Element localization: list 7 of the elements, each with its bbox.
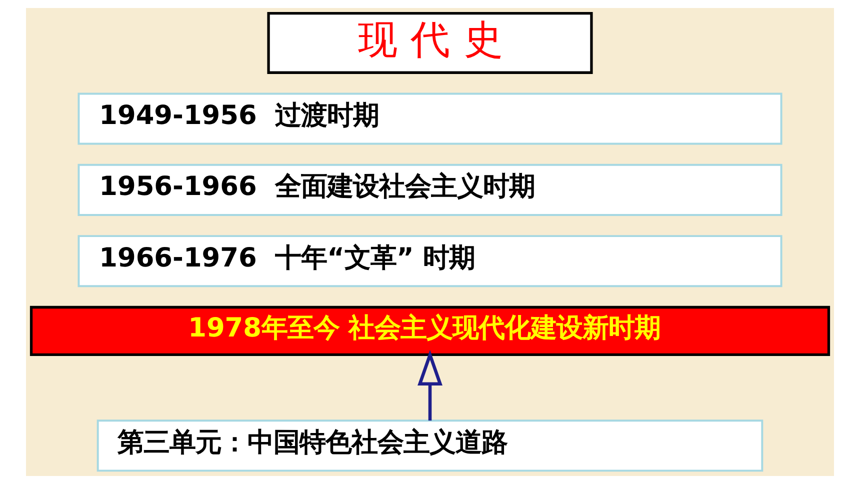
node-box: 1956-1966 全面建设社会主义时期 (78, 164, 782, 216)
node-box: 1949-1956 过渡时期 (78, 92, 782, 145)
node-box: 1966-1976 十年“文革” 时期 (78, 235, 782, 288)
node-box: 现 代 史 (267, 12, 593, 74)
node-box: 第三单元：中国特色社会主义道路 (96, 420, 764, 472)
arrow (418, 350, 442, 421)
node-box: 1978年至今 社会主义现代化建设新时期 (30, 306, 830, 356)
